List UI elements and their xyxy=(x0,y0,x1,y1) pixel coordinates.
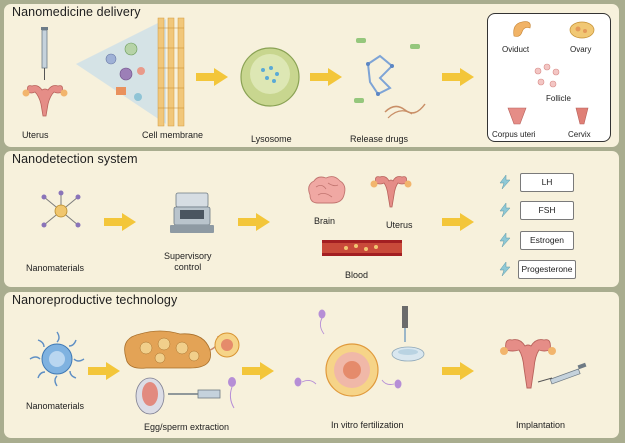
blood-vessel-icon xyxy=(322,240,402,256)
panel-title: Nanoreproductive technology xyxy=(12,293,178,307)
hormone-fsh: FSH xyxy=(520,201,574,220)
label-egg-sperm-extraction: Egg/sperm extraction xyxy=(144,422,230,432)
signal-bolt-icon xyxy=(499,202,511,218)
signal-bolt-icon xyxy=(499,261,511,277)
label-blood: Blood xyxy=(345,270,369,280)
flow-arrow xyxy=(104,213,136,231)
supervisory-control-icon xyxy=(170,192,214,233)
label-uterus: Uterus xyxy=(22,130,49,140)
label-release-drugs: Release drugs xyxy=(350,134,409,144)
label-lysosome: Lysosome xyxy=(251,134,292,144)
label-implantation: Implantation xyxy=(516,420,566,430)
flow-arrow xyxy=(442,213,474,231)
flow-arrow xyxy=(238,213,270,231)
implantation-uterus-icon xyxy=(500,339,587,389)
follicle-icon xyxy=(534,63,560,88)
label-corpus-uteri: Corpus uteri xyxy=(492,130,536,139)
target-organs-box: Oviduct Ovary Follicle Corpus uteri Cerv… xyxy=(487,13,611,142)
panel-title: Nanodetection system xyxy=(12,152,138,166)
egg-cell-icon xyxy=(214,332,240,358)
flow-arrow xyxy=(196,68,228,86)
cell-membrane-icon xyxy=(157,17,185,127)
brain-icon xyxy=(308,176,346,204)
panel-nanodetection-system: Nanodetection system Nanomaterials Super… xyxy=(4,151,619,287)
label-follicle: Follicle xyxy=(546,94,571,103)
signal-bolt-icon xyxy=(499,174,511,190)
nanoparticle-cone-icon xyxy=(76,19,166,124)
signal-bolt-icon xyxy=(499,232,511,248)
label-oviduct: Oviduct xyxy=(502,45,530,54)
uterus-icon xyxy=(370,176,412,208)
label-supervisory-control-text: Supervisory control xyxy=(164,251,212,272)
uterus-syringe-icon xyxy=(22,27,68,117)
label-cervix: Cervix xyxy=(568,130,591,139)
hormone-progesterone: Progesterone xyxy=(518,260,576,279)
nanomaterials-sphere-icon xyxy=(29,331,85,387)
flow-arrow xyxy=(88,362,120,380)
sperm-extraction-icon xyxy=(135,377,236,415)
label-uterus-detection: Uterus xyxy=(386,220,413,230)
label-nanomaterials-repro: Nanomaterials xyxy=(26,401,85,411)
panel-nanomedicine-delivery: Nanomedicine delivery Uterus xyxy=(4,4,619,147)
flow-arrow xyxy=(442,362,474,380)
label-brain: Brain xyxy=(314,216,336,226)
panel-nanoreproductive-technology: Nanoreproductive technology Nanomaterial… xyxy=(4,292,619,438)
label-supervisory-control: Supervisory control xyxy=(164,251,212,273)
in-vitro-fertilization-icon xyxy=(294,306,425,397)
label-ovary: Ovary xyxy=(570,45,592,54)
label-nanomaterials: Nanomaterials xyxy=(26,263,85,273)
cervix-icon xyxy=(575,107,589,125)
corpus-uteri-icon xyxy=(507,107,527,125)
label-in-vitro-fertilization: In vitro fertilization xyxy=(331,420,404,430)
release-drugs-icon xyxy=(354,38,426,119)
nanomaterials-icon xyxy=(41,190,81,228)
hormone-lh: LH xyxy=(520,173,574,192)
ovary-icon xyxy=(569,21,595,39)
ovary-follicles-icon xyxy=(124,330,220,369)
oviduct-icon xyxy=(513,21,531,37)
hormone-estrogen: Estrogen xyxy=(520,231,574,250)
flow-arrow xyxy=(442,68,474,86)
panel-title: Nanomedicine delivery xyxy=(12,5,141,19)
flow-arrow xyxy=(310,68,342,86)
label-cell-membrane: Cell membrane xyxy=(142,130,204,140)
flow-arrow xyxy=(242,362,274,380)
lysosome-icon xyxy=(240,47,300,107)
